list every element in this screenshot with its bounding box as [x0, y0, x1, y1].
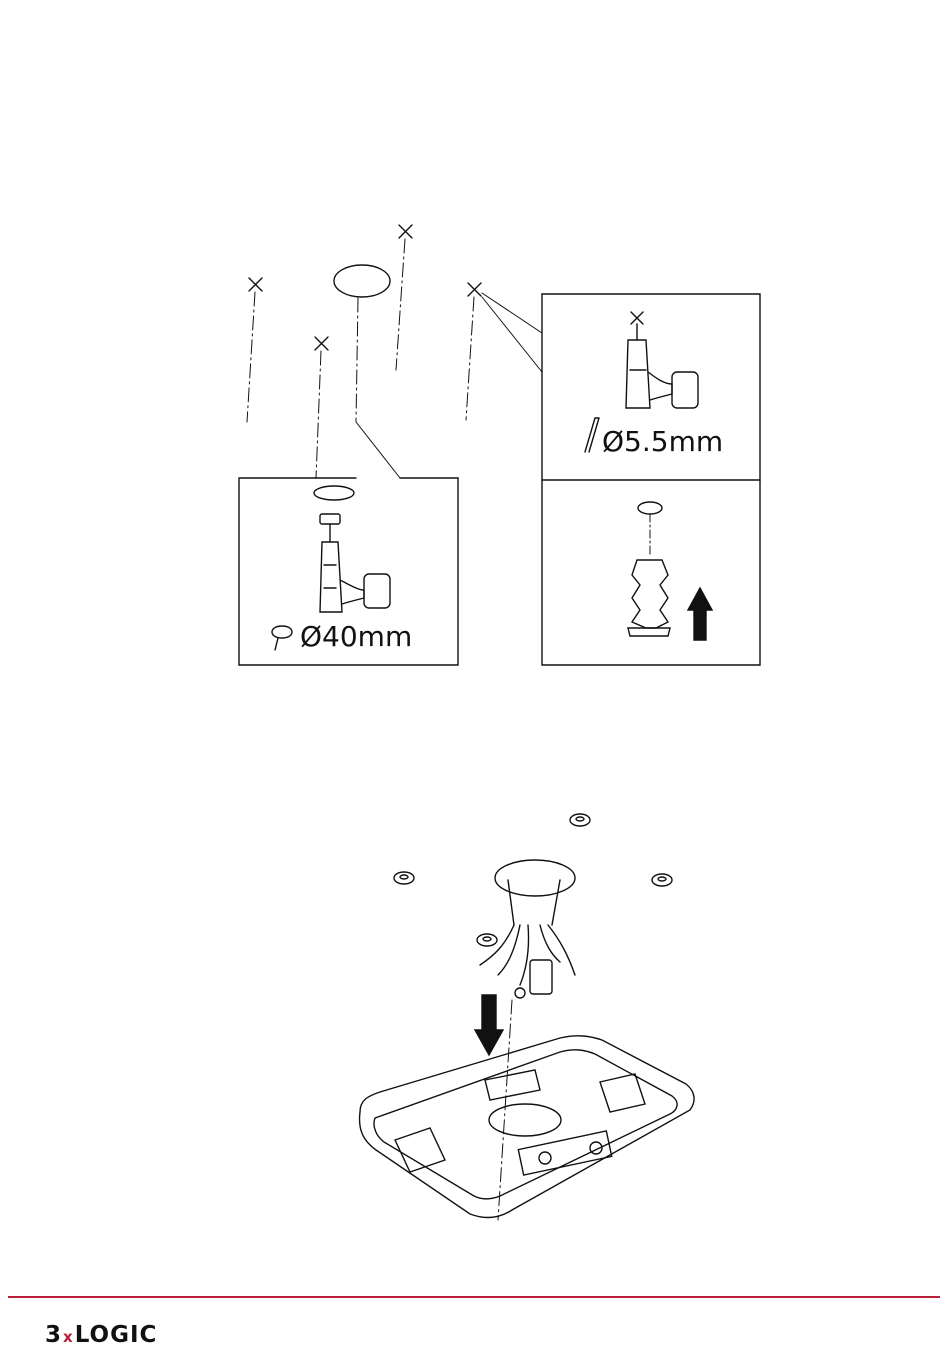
mounting-washers — [394, 814, 672, 946]
cable-bundle — [480, 860, 575, 998]
down-arrow — [475, 995, 503, 1055]
base-plate — [360, 1036, 695, 1218]
brand-logo: 3xLOGIC — [45, 1322, 157, 1348]
logo-prefix: 3 — [45, 1322, 62, 1348]
footer-rule — [8, 1296, 940, 1298]
logo-suffix: LOGIC — [75, 1322, 158, 1348]
logo-x: x — [63, 1328, 74, 1346]
